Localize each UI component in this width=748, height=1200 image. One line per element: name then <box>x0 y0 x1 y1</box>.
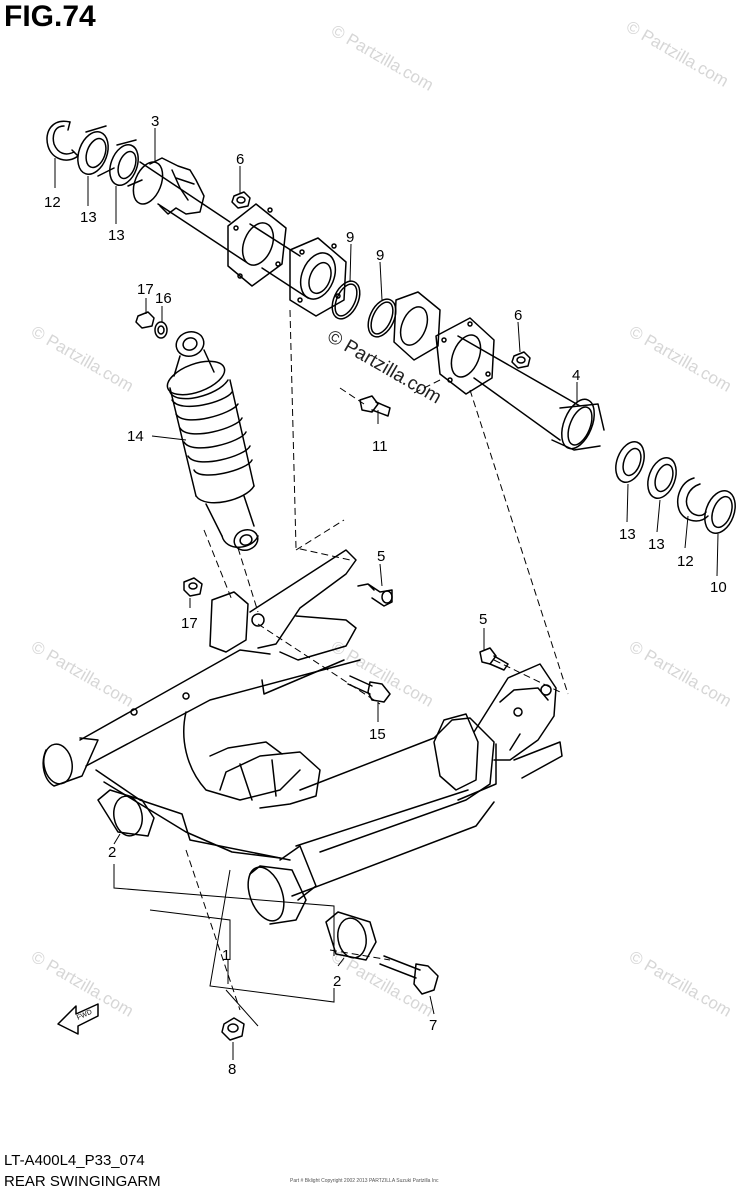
shock-lower-nut-drawing <box>183 577 203 597</box>
model-code: LT-A400L4_P33_074 <box>4 1152 145 1169</box>
watermark: © Partzilla.com <box>626 322 735 396</box>
shock-upper-hardware-drawing <box>135 311 168 339</box>
bushings-drawing <box>97 789 377 961</box>
callout-9: 9 <box>376 247 384 264</box>
copyright-note: Part # Bklight Copyright 2002 2013 PARTZ… <box>290 1178 439 1184</box>
watermark: © Partzilla.com <box>623 17 732 91</box>
pivot-bolt-drawing <box>379 955 439 995</box>
callout-9: 9 <box>346 229 354 246</box>
housing-left-drawing <box>132 157 347 317</box>
swingarm-drawing <box>42 549 563 925</box>
circlip-left-drawing <box>46 120 79 161</box>
callout-11: 11 <box>372 438 388 455</box>
callout-17: 17 <box>181 615 198 632</box>
housing-right-drawing <box>393 291 605 451</box>
callout-1: 1 <box>222 947 230 964</box>
watermark: © Partzilla.com <box>328 21 437 95</box>
callout-12: 12 <box>677 553 694 570</box>
watermark: © Partzilla.com <box>28 947 137 1021</box>
watermark: © Partzilla.com <box>626 947 735 1021</box>
callout-10: 10 <box>710 579 727 596</box>
callout-13: 13 <box>108 227 125 244</box>
watermark: © Partzilla.com <box>28 637 137 711</box>
callout-5: 5 <box>479 611 487 628</box>
pivot-nut-drawing <box>221 1017 245 1041</box>
callout-13: 13 <box>648 536 665 553</box>
callout-6: 6 <box>236 151 244 168</box>
callout-7: 7 <box>429 1017 437 1034</box>
nut-left-drawing <box>231 191 251 209</box>
watermark: © Partzilla.com <box>328 637 437 711</box>
callout-12: 12 <box>44 194 61 211</box>
callout-4: 4 <box>572 367 580 384</box>
section-name: REAR SWINGINGARM <box>4 1173 161 1190</box>
callout-6: 6 <box>514 307 522 324</box>
callout-8: 8 <box>228 1061 236 1078</box>
figure-title: FIG.74 <box>4 0 96 33</box>
callout-2: 2 <box>333 973 341 990</box>
callout-labels: 12 13 13 3 6 9 9 6 4 11 13 13 12 10 17 1… <box>44 113 727 1078</box>
shock-absorber-drawing <box>166 330 259 552</box>
callout-5: 5 <box>377 548 385 565</box>
watermark: © Partzilla.com <box>626 637 735 711</box>
callout-15: 15 <box>369 726 386 743</box>
o-rings-drawing <box>331 280 397 338</box>
bolt-upper-drawing <box>357 583 393 607</box>
bearings-right-drawing <box>615 441 736 534</box>
center-watermark: © Partzilla.com <box>324 326 445 408</box>
watermark: © Partzilla.com <box>328 947 437 1021</box>
callout-13: 13 <box>619 526 636 543</box>
nut-right-drawing <box>511 351 531 369</box>
callout-13: 13 <box>80 209 97 226</box>
bearings-left-drawing <box>77 125 143 187</box>
callout-14: 14 <box>127 428 144 445</box>
watermark: © Partzilla.com <box>28 322 137 396</box>
callout-2: 2 <box>108 844 116 861</box>
callout-16: 16 <box>155 290 172 307</box>
callout-17: 17 <box>137 281 154 298</box>
callout-3: 3 <box>151 113 159 130</box>
bolt-right-drawing <box>479 647 509 671</box>
housing-bolt-drawing <box>359 395 391 417</box>
fwd-arrow-icon: FWD <box>57 1003 99 1035</box>
